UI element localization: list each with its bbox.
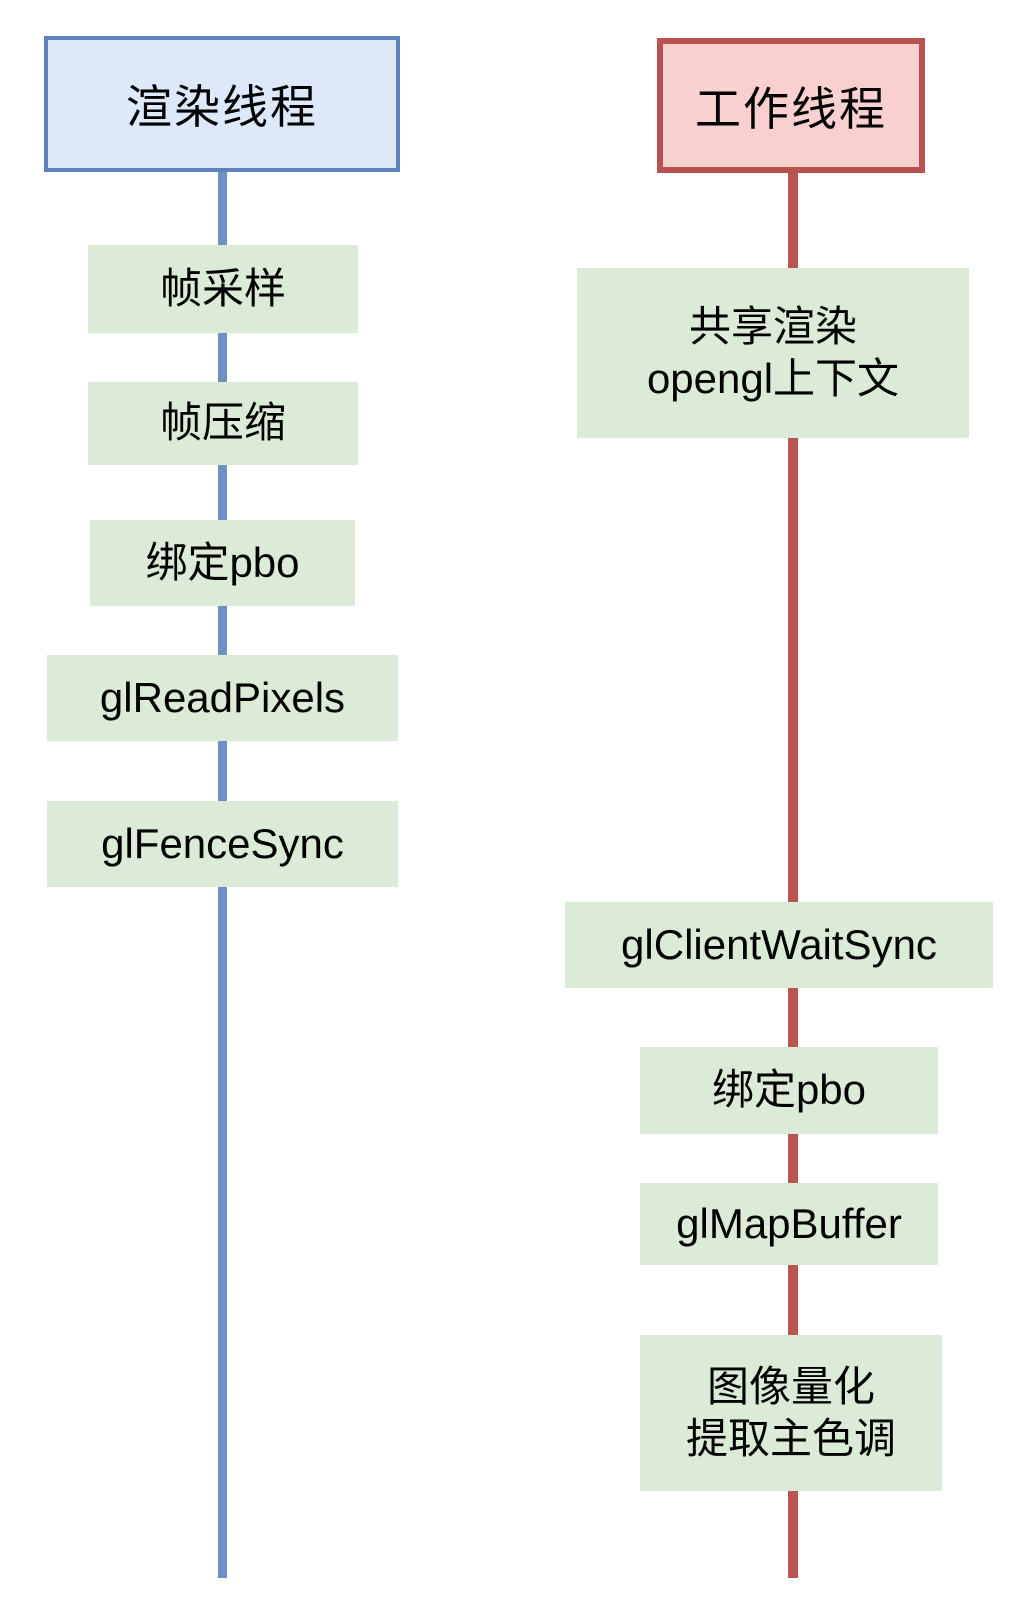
step-glmapbuffer: glMapBuffer bbox=[640, 1183, 938, 1265]
step-glclientwaitsync: glClientWaitSync bbox=[565, 902, 993, 988]
worker-thread-header: 工作线程 bbox=[657, 38, 925, 173]
step-glfencesync: glFenceSync bbox=[47, 801, 398, 887]
step-shared-opengl-context: 共享渲染 opengl上下文 bbox=[577, 268, 969, 438]
step-glreadpixels: glReadPixels bbox=[47, 655, 398, 741]
step-frame-compression: 帧压缩 bbox=[88, 382, 358, 465]
render-thread-header: 渲染线程 bbox=[44, 36, 400, 172]
worker-thread-lifeline bbox=[788, 173, 798, 1578]
step-bind-pbo-worker: 绑定pbo bbox=[640, 1047, 938, 1134]
step-bind-pbo-render: 绑定pbo bbox=[90, 520, 355, 606]
step-image-quantization-dominant-color: 图像量化 提取主色调 bbox=[640, 1335, 942, 1491]
step-frame-sampling: 帧采样 bbox=[88, 245, 358, 333]
